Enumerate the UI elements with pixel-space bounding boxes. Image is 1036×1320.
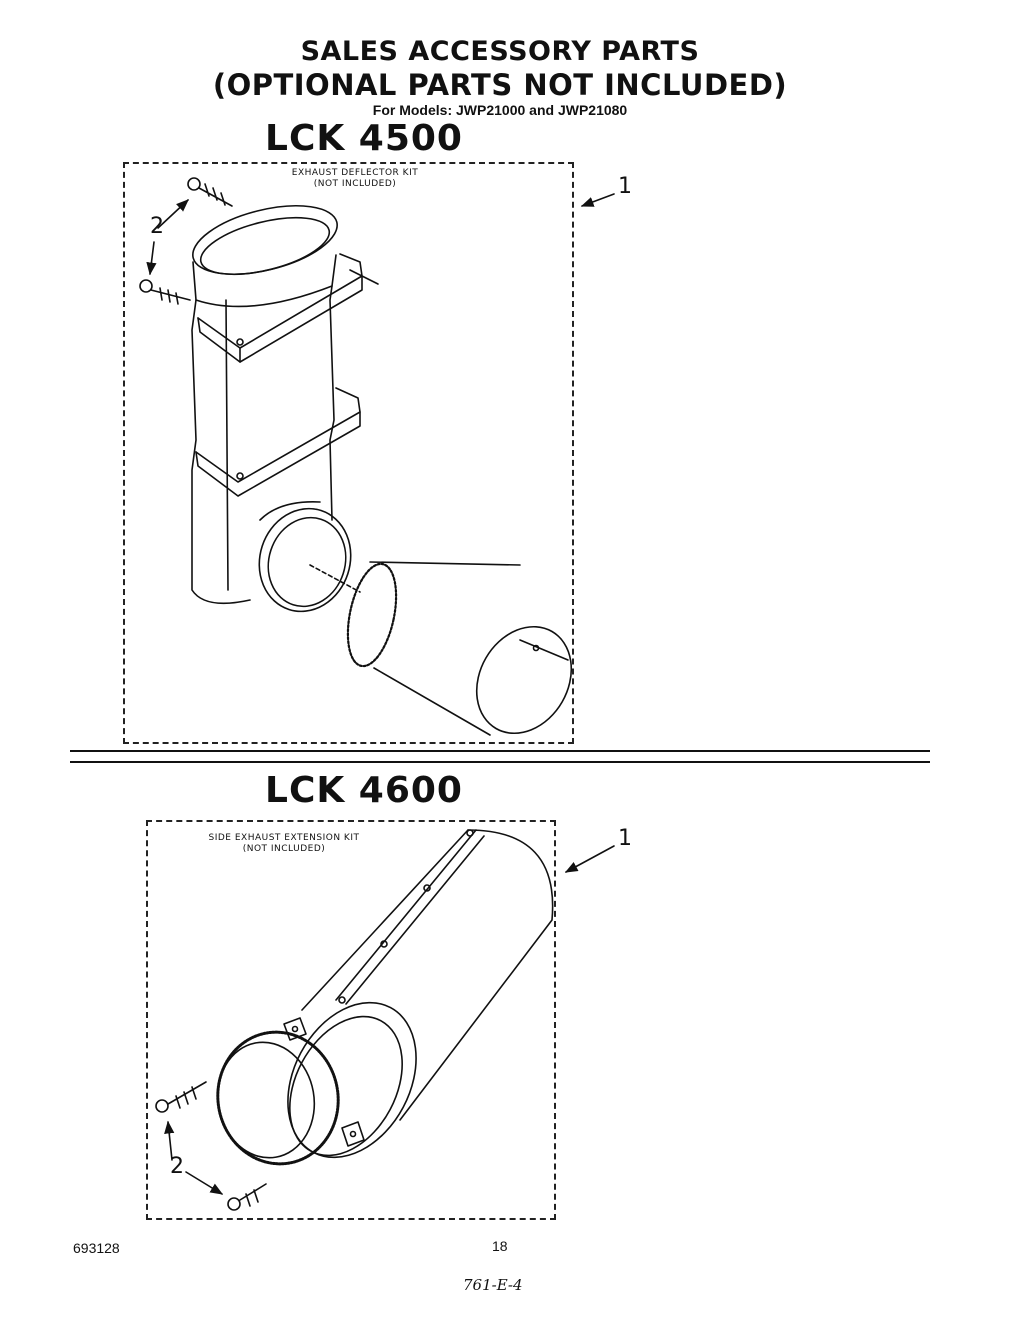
kit1-bracket-upper-edge [198,276,362,362]
kit2-clamp-upper [284,1018,306,1040]
kit1-tube-bottom [374,668,490,735]
kit1-body-left [192,300,250,603]
kit2-label-line2: (NOT INCLUDED) [242,844,326,854]
kit2-rivet-3 [381,941,387,947]
kit2-collar-inner [267,997,425,1175]
kit2-ring-opening [209,1035,324,1166]
page-number: 18 [492,1238,508,1254]
kit1-callout-2-arrow-down [146,242,157,276]
kit1-label: EXHAUST DEFLECTOR KIT (NOT INCLUDED) [270,168,440,190]
kit1-tube-end [458,610,590,751]
kit1-assembly-line [310,565,360,592]
kit1-body-right [330,286,334,520]
kit2-extension-drawing [156,830,614,1210]
section-divider-top [70,750,930,752]
kit2-callout-1: 1 [618,826,632,851]
kit1-deflector-drawing [140,178,614,750]
kit1-bracket-lower [196,388,360,482]
kit2-rivet-2 [424,885,430,891]
kit2-title: LCK 4600 [265,770,463,811]
kit2-rivet-1 [467,830,473,836]
kit1-label-line2: (NOT INCLUDED) [313,179,397,189]
kit1-outlet-ring-inner [257,507,357,616]
kit1-screw-lower [140,280,190,304]
kit2-screw-upper [156,1082,206,1112]
kit1-callout-2: 2 [150,214,164,239]
kit2-clamp-lower [342,1122,364,1146]
kit1-bracket-upper [198,254,362,348]
section-divider-bottom [70,761,930,763]
kit2-label: SIDE EXHAUST EXTENSION KIT (NOT INCLUDED… [184,833,384,855]
kit1-bracket-upper-hole [237,339,243,345]
kit1-body-seam [226,300,228,590]
kit1-bracket-upper-tab [350,270,378,284]
kit2-rivet-4 [339,997,345,1003]
document-number: 693128 [73,1240,120,1256]
page-title-line1: SALES ACCESSORY PARTS [300,36,700,67]
kit2-cylinder-right [400,830,553,1120]
kit1-tube-crimped-end [340,560,405,671]
kit1-hood-collar [193,255,336,306]
kit2-seam-rail-b [346,836,484,1004]
kit1-title: LCK 4500 [265,118,463,159]
kit1-callout-1-arrow [580,194,614,206]
handwritten-note: 761-E-4 [463,1276,523,1294]
kit1-outlet-ring [246,497,364,624]
kit1-bracket-lower-hole [237,473,243,479]
kit1-callout-2-arrow-up [158,199,189,228]
kit1-outlet-flange [260,502,320,520]
page-title-line2: (OPTIONAL PARTS NOT INCLUDED) [212,68,788,102]
kit2-callout-2-arrow-down [186,1172,224,1194]
kit1-label-line1: EXHAUST DEFLECTOR KIT [291,168,419,178]
kit2-screw-lower [228,1184,266,1210]
kit2-frame [146,820,556,1220]
kit2-callout-2-arrow-up [164,1120,175,1160]
kit2-callout-2: 2 [170,1154,184,1179]
kit1-callout-1: 1 [618,174,632,199]
kit2-callout-1-arrow [564,846,614,872]
kit1-tube-rivet [534,646,539,651]
kit1-tube-top [370,562,520,565]
kit1-tube-seam [520,640,568,660]
kit2-seam-rail-a [336,830,476,1000]
kit1-screw-upper [188,178,232,206]
models-subtitle: For Models: JWP21000 and JWP21080 [372,102,628,118]
kit1-bracket-lower-edge [196,412,360,496]
kit2-cylinder-left [302,830,468,1010]
kit1-hood-inner [195,207,335,286]
kit1-frame [123,162,574,744]
kit1-hood-opening [186,193,344,287]
kit2-label-line1: SIDE EXHAUST EXTENSION KIT [208,833,360,843]
